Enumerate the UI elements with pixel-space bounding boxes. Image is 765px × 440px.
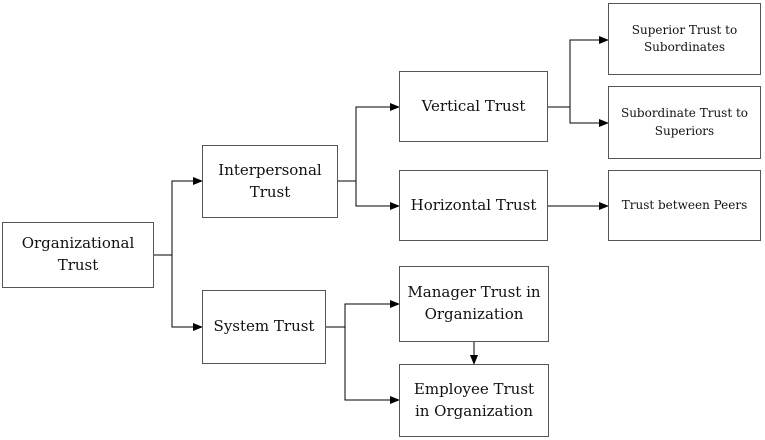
node-horizontal-trust: Horizontal Trust	[399, 170, 548, 241]
connector-system-to-manager	[326, 300, 400, 328]
node-organizational-trust: Organizational Trust	[2, 222, 154, 288]
connector-system-to-employee	[344, 304, 400, 404]
connector-org-to-interpersonal	[154, 177, 203, 256]
node-subordinate-trust: Subordinate Trust to Superiors	[608, 86, 761, 159]
connector-interpersonal-to-horizontal	[355, 181, 400, 210]
node-trust-between-peers: Trust between Peers	[608, 170, 761, 241]
connector-interpersonal-to-vertical	[338, 103, 400, 182]
node-employee-trust: Employee Trust in Organization	[399, 364, 549, 437]
node-manager-trust: Manager Trust in Organization	[399, 266, 549, 342]
connector-vertical-to-subordinate	[569, 107, 609, 127]
node-system-trust: System Trust	[202, 290, 326, 364]
node-vertical-trust: Vertical Trust	[399, 71, 548, 142]
node-interpersonal-trust: Interpersonal Trust	[202, 145, 338, 218]
connector-vertical-to-superior	[548, 36, 609, 108]
connector-org-to-system	[171, 255, 203, 331]
node-superior-trust: Superior Trust to Subordinates	[608, 3, 761, 75]
